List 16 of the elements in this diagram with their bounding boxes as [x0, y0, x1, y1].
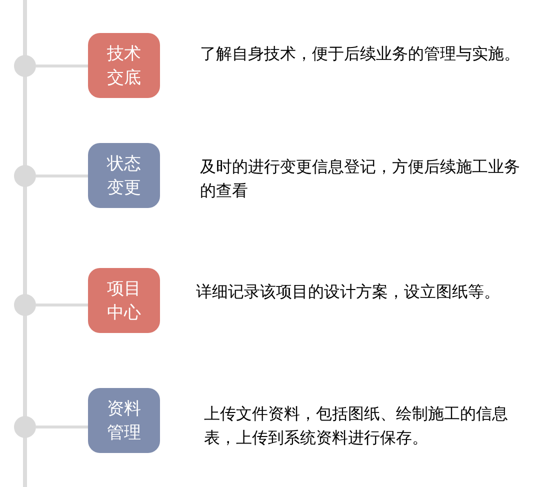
step-title: 项目中心 [106, 278, 142, 324]
description-text: 了解自身技术，便于后续业务的管理与实施。 [200, 43, 521, 65]
step-box [88, 143, 160, 208]
connector-line [36, 64, 88, 68]
step-title: 资料管理 [106, 398, 142, 444]
connector-line [36, 174, 88, 178]
connector-line [36, 304, 88, 306]
connector-line [36, 426, 88, 428]
description-text: 及时的进行变更信息登记，方便后续施工业务的查看 [200, 156, 521, 202]
step-box [88, 33, 160, 98]
description-text: 上传文件资料，包括图纸、绘制施工的信息表，上传到系统资料进行保存。 [204, 403, 509, 449]
step-title: 技术交底 [106, 42, 142, 90]
description-text: 详细记录该项目的设计方案，设立图纸等。 [196, 281, 501, 303]
step-title: 状态变更 [106, 152, 142, 200]
step-box [88, 388, 160, 453]
step-box [88, 268, 160, 333]
